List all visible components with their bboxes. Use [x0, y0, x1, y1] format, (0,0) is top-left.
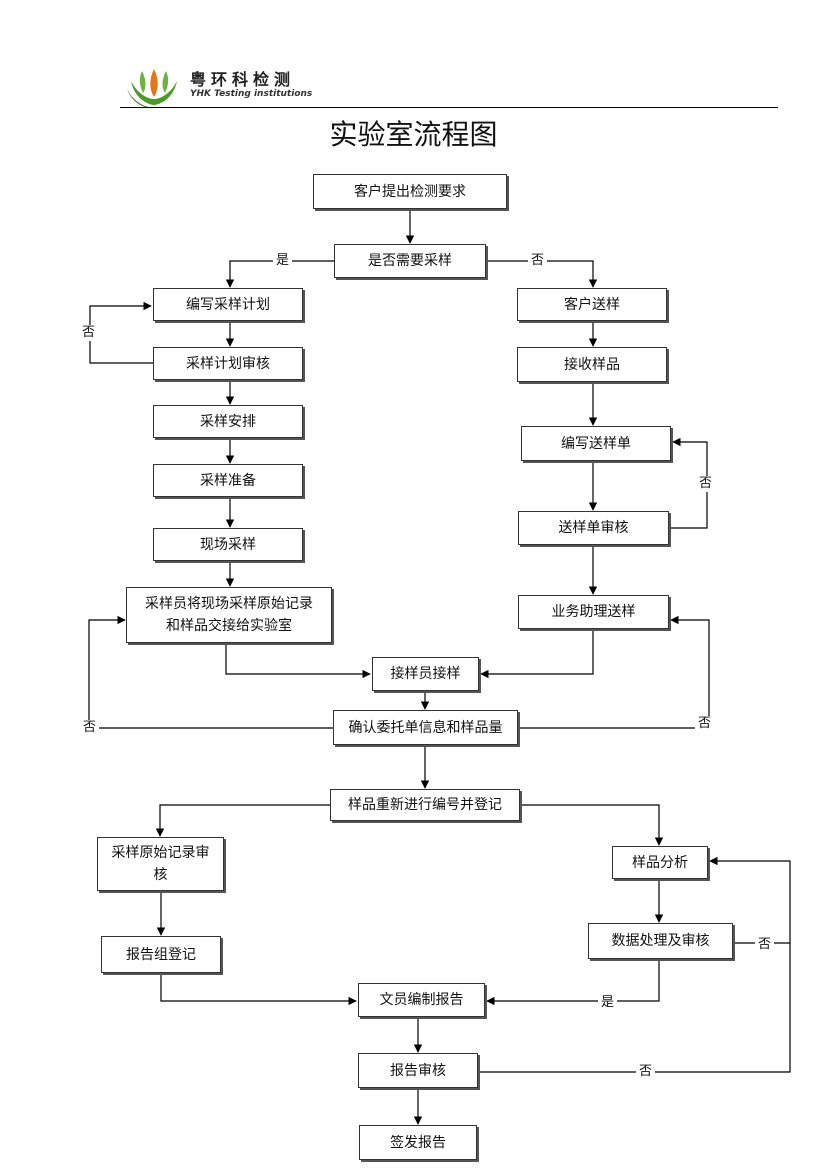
- node-write-sampling-plan: 编写采样计划: [153, 288, 303, 321]
- node-sampling-plan-review: 采样计划审核: [153, 347, 303, 380]
- label-no-confirm-right: 否: [695, 716, 715, 732]
- node-assistant-delivery: 业务助理送样: [518, 595, 669, 629]
- yhk-logo-icon: [127, 69, 177, 109]
- node-receive-samples: 接收样品: [517, 347, 667, 382]
- node-sampling-arrangement: 采样安排: [153, 405, 303, 438]
- node-data-review: 数据处理及审核: [588, 923, 733, 959]
- node-report-review: 报告审核: [358, 1053, 478, 1088]
- node-customer-request: 客户提出检测要求: [313, 174, 507, 209]
- node-write-delivery-form: 编写送样单: [521, 426, 671, 461]
- node-delivery-form-review: 送样单审核: [518, 511, 669, 545]
- brand-name-en: YHK Testing institutions: [190, 89, 313, 99]
- node-raw-record-review: 采样原始记录审核: [97, 837, 224, 891]
- label-no-report-review: 否: [636, 1064, 656, 1080]
- node-field-sampling: 现场采样: [153, 528, 303, 561]
- label-no-data-review: 否: [755, 937, 775, 953]
- node-sample-registration: 样品重新进行编号并登记: [330, 789, 520, 821]
- node-sample-receiver: 接样员接样: [372, 657, 479, 691]
- node-sample-analysis: 样品分析: [612, 846, 708, 879]
- node-sample-handover: 采样员将现场采样原始记录和样品交接给实验室: [126, 587, 332, 643]
- page-title: 实验室流程图: [329, 118, 498, 151]
- label-no-plan-review: 否: [79, 325, 99, 341]
- label-no-sampling: 否: [528, 253, 548, 269]
- node-confirm-order: 确认委托单信息和样品量: [333, 710, 518, 745]
- label-yes-data-review: 是: [598, 995, 618, 1011]
- node-issue-report: 签发报告: [359, 1125, 477, 1160]
- label-yes-sampling: 是: [273, 253, 293, 269]
- node-sampling-preparation: 采样准备: [153, 464, 303, 497]
- brand-name-cn: 粤环科检测: [190, 70, 296, 89]
- label-no-form-review: 否: [696, 476, 716, 492]
- node-compile-report: 文员编制报告: [358, 983, 485, 1017]
- label-no-confirm-left: 否: [80, 720, 100, 736]
- header: 粤环科检测 YHK Testing institutions: [120, 55, 780, 109]
- node-need-sampling: 是否需要采样: [334, 244, 486, 278]
- node-report-group-register: 报告组登记: [101, 936, 221, 973]
- header-divider: [120, 107, 778, 108]
- node-customer-delivery: 客户送样: [517, 288, 667, 321]
